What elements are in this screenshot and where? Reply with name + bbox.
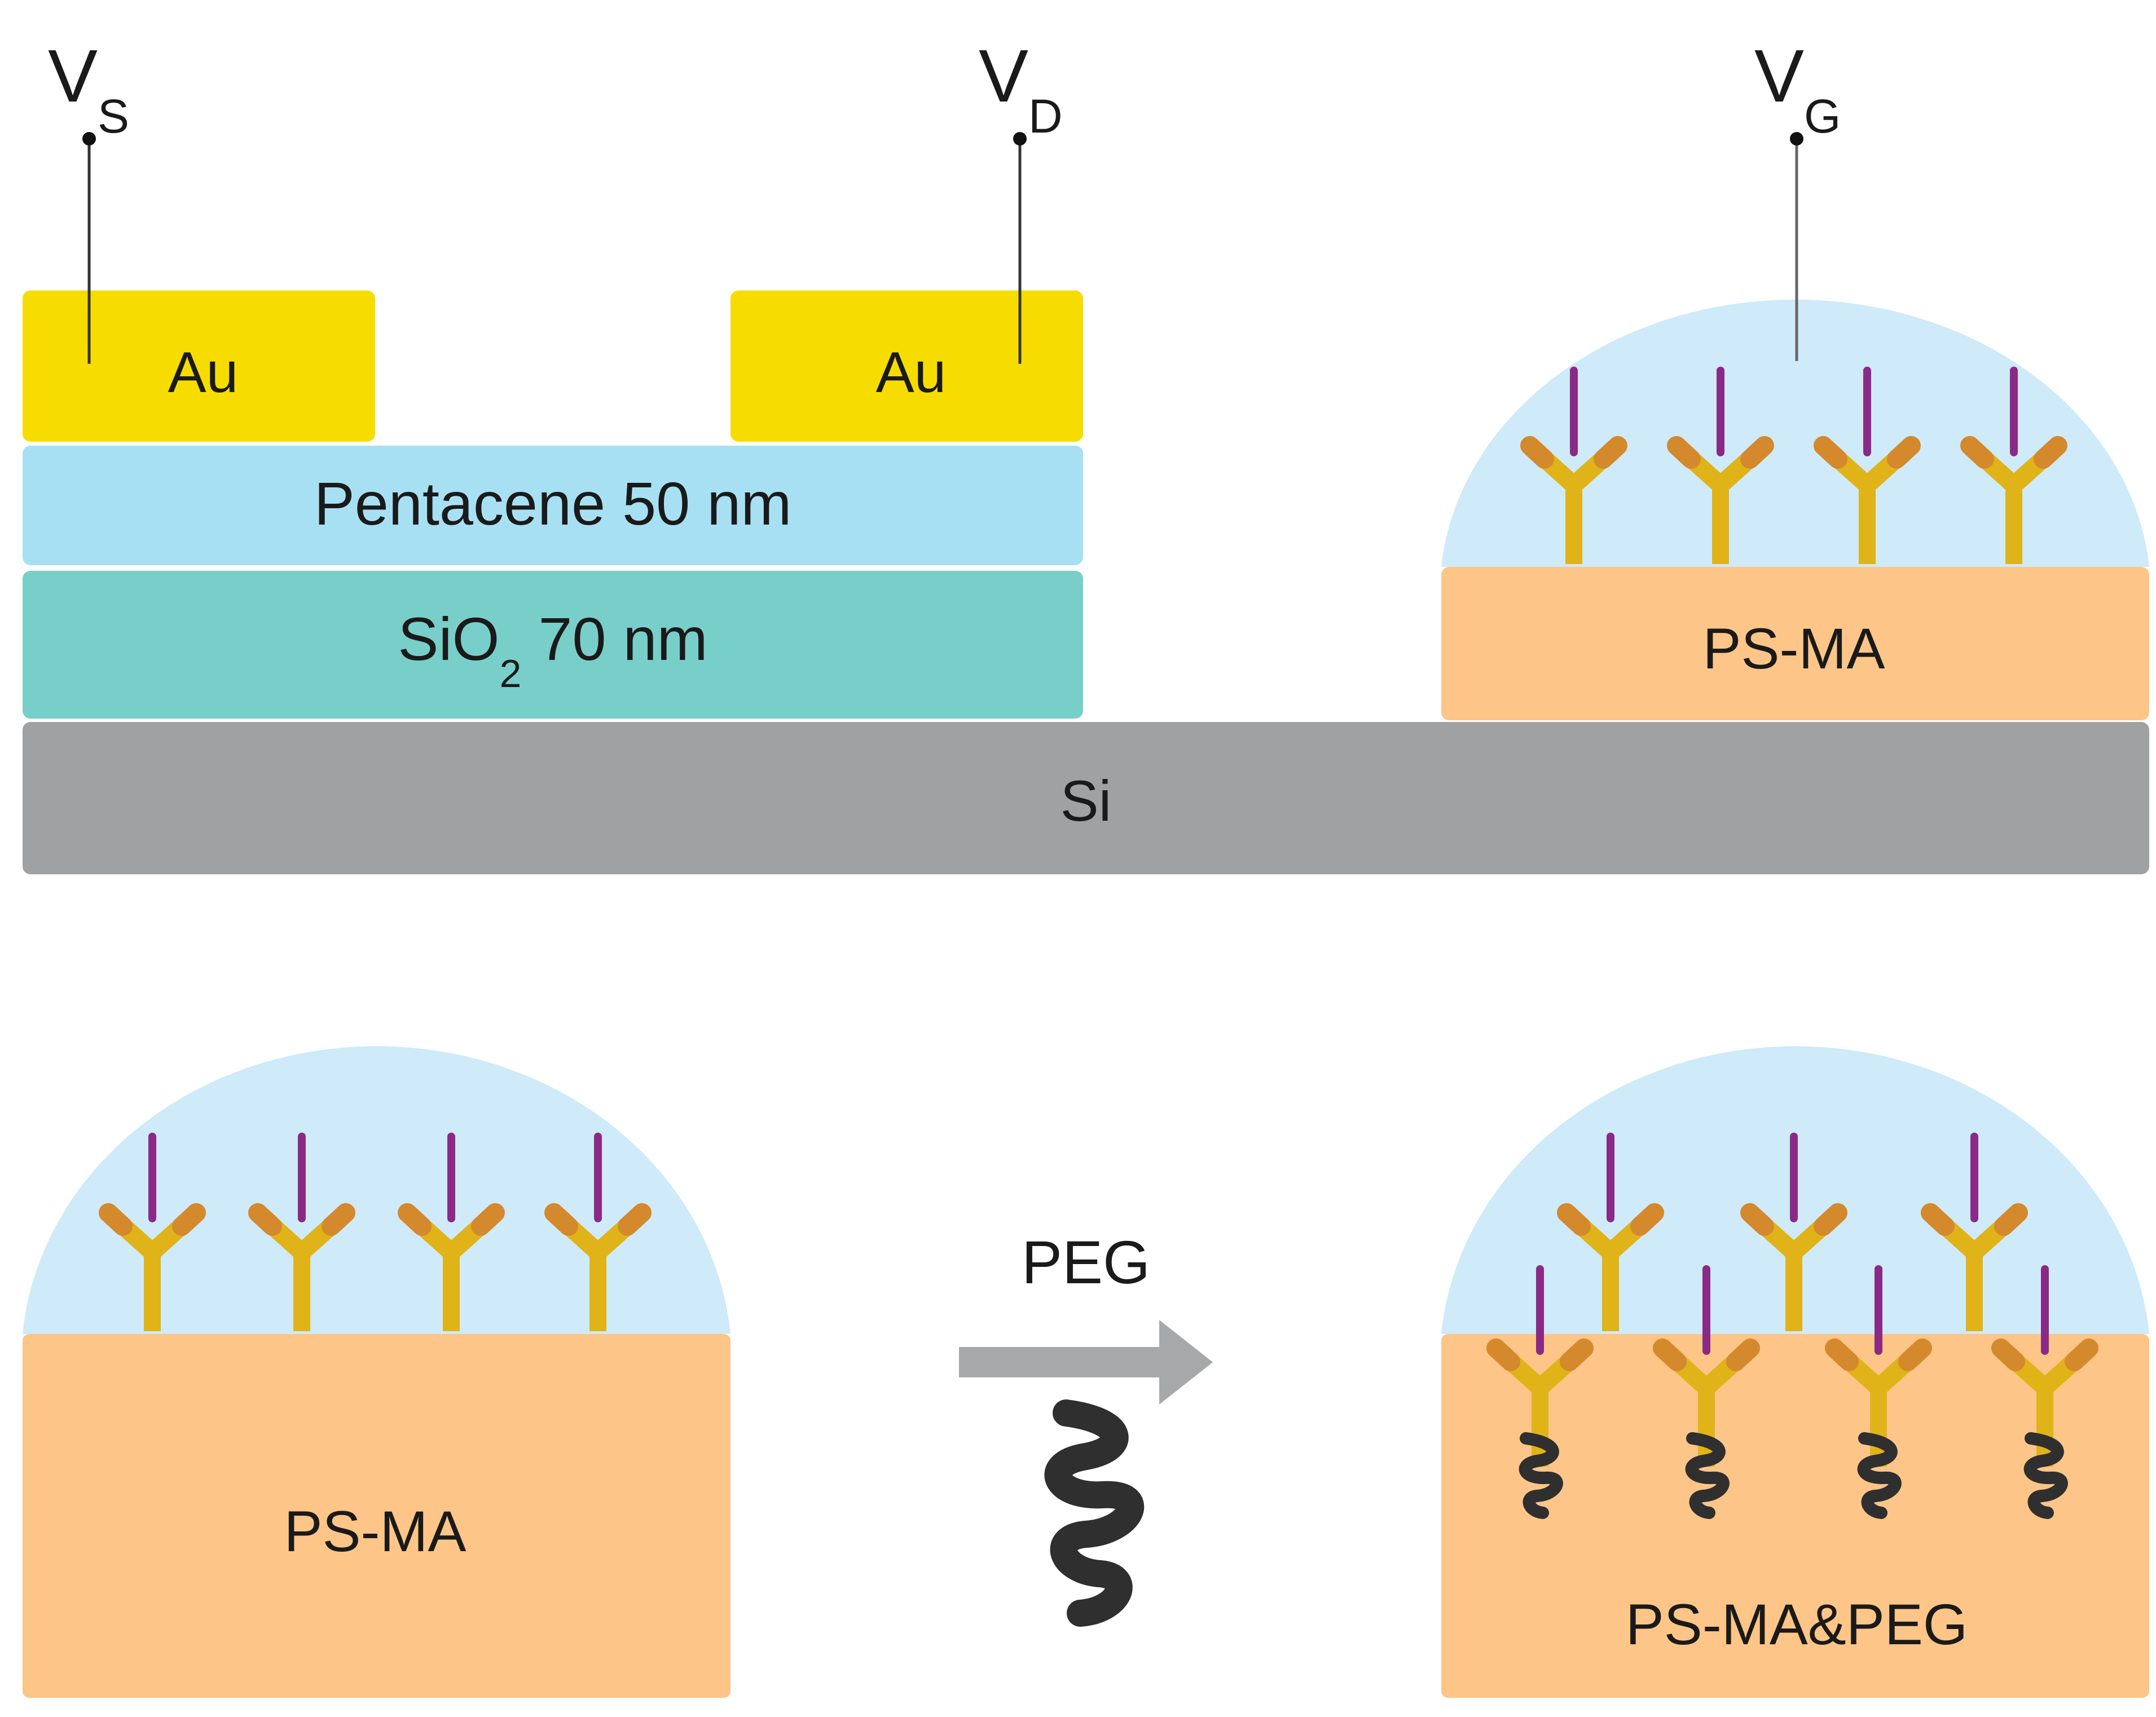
gate-terminal: VG (1754, 34, 1841, 361)
sio2-layer (23, 571, 1083, 719)
pentacene-layer (23, 446, 1083, 565)
gate-droplet (1441, 300, 2149, 567)
source-terminal: VS (48, 34, 129, 364)
right-psma-peg-label: PS-MA&PEG (1626, 1592, 1968, 1657)
pentacene-label: Pentacene 50 nm (314, 469, 792, 538)
au-source-electrode (23, 290, 375, 442)
left-psma-label: PS-MA (284, 1499, 466, 1564)
au-drain-label: Au (876, 340, 947, 404)
peg-arrow-label: PEG (1022, 1228, 1150, 1296)
left-droplet (23, 1046, 731, 1334)
drain-label: VD (979, 34, 1063, 143)
right-arrow-icon (959, 1320, 1213, 1405)
gate-label: VG (1754, 34, 1841, 143)
silicon-substrate (23, 722, 2149, 874)
gate-psma-label: PS-MA (1702, 617, 1885, 681)
au-source-label: Au (168, 340, 239, 404)
peg-coil-icon (1058, 1413, 1130, 1613)
gate-psma-film (1441, 567, 2149, 720)
right-psma-peg-film (1441, 1334, 2149, 1698)
left-psma-film (23, 1334, 731, 1698)
drain-terminal: VD (979, 34, 1063, 364)
sio2-label: SiO2 70 nm (398, 605, 707, 695)
source-label: VS (48, 34, 129, 143)
silicon-label: Si (1061, 769, 1112, 833)
au-drain-electrode (731, 290, 1083, 442)
